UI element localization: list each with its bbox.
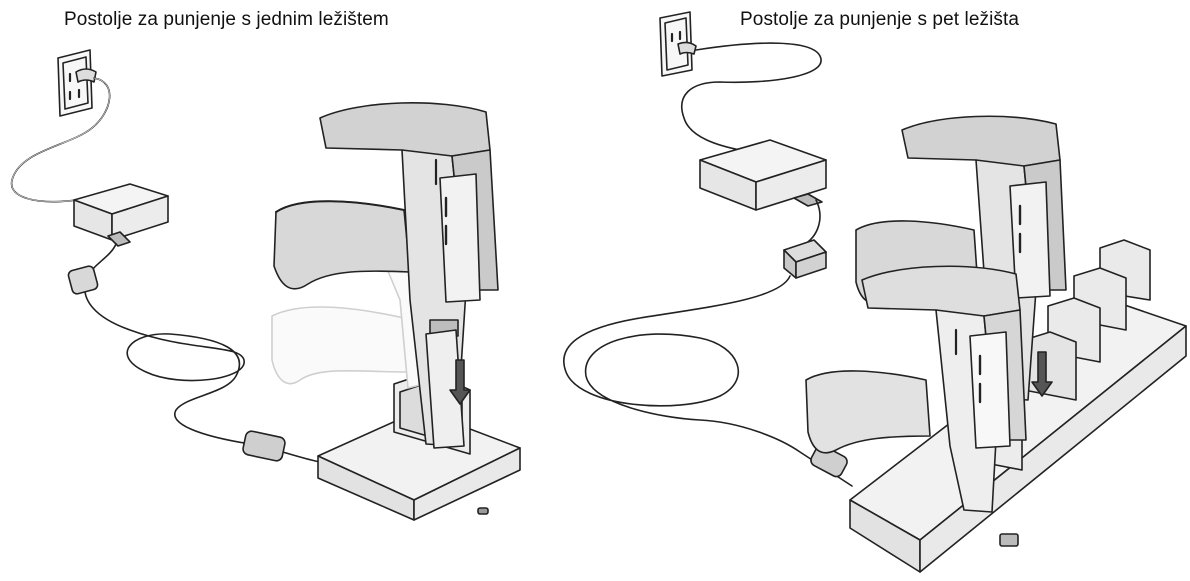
power-supply-brick	[699, 139, 827, 211]
mobile-computer-device	[273, 102, 499, 449]
dc-cable	[563, 275, 853, 487]
ferrite-bead	[67, 265, 99, 295]
five-slot-setup	[563, 11, 1187, 573]
ferrite-bead	[242, 430, 286, 462]
wall-outlet-icon	[659, 11, 697, 77]
caption-single-slot-cradle: Postolje za punjenje s jednim ležištem	[64, 9, 389, 30]
caption-five-slot-cradle: Postolje za punjenje s pet ležišta	[740, 9, 1020, 30]
insert-arrow-icon	[1031, 351, 1053, 397]
power-cord	[681, 42, 822, 151]
insert-arrow-icon	[449, 359, 471, 405]
single-slot-setup	[10, 49, 521, 521]
dc-cable	[801, 199, 821, 247]
mobile-computer-device	[805, 265, 1027, 513]
wall-outlet-icon	[57, 49, 97, 117]
power-supply-brick	[73, 183, 169, 247]
dc-cable	[84, 243, 321, 463]
cable-splitter	[783, 239, 827, 279]
single-slot-cradle	[317, 371, 521, 521]
